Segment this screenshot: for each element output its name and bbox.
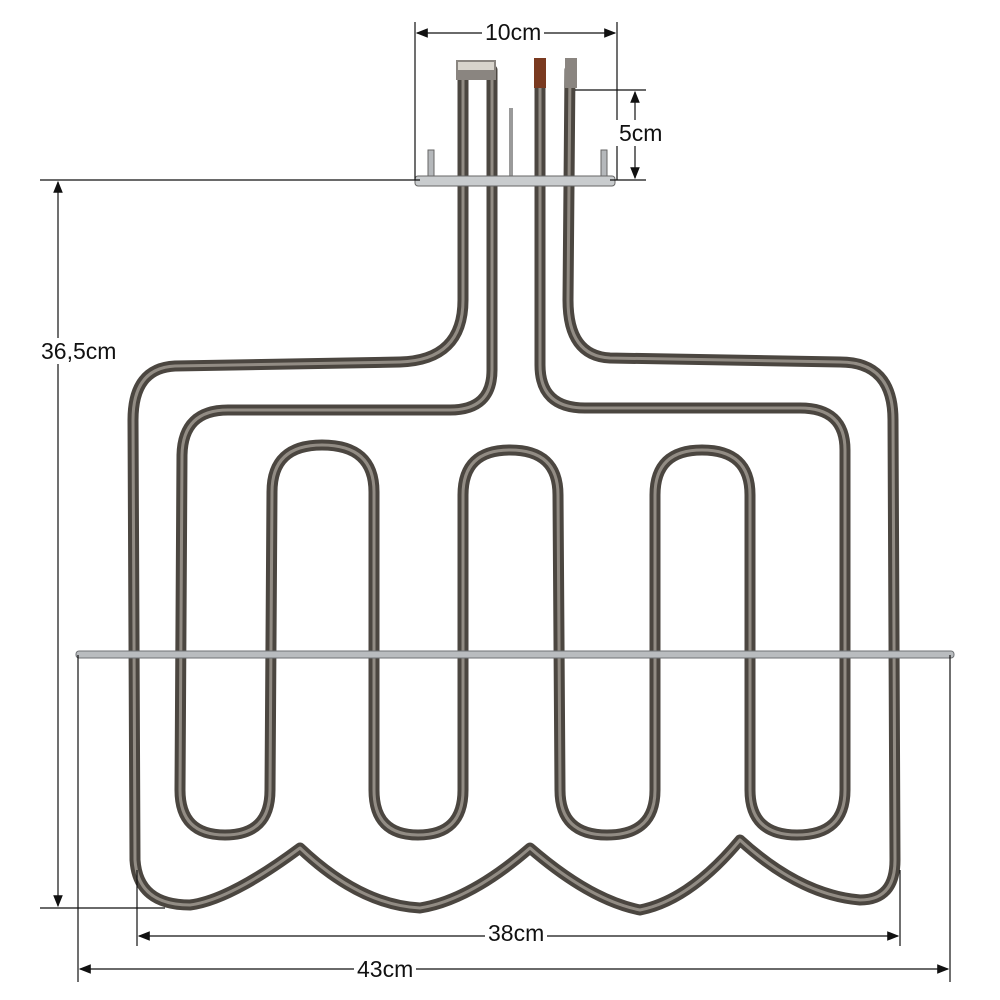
total-height-label: 36,5cm [38, 338, 120, 364]
outer-tube [127, 64, 901, 916]
inner-width-label: 38cm [485, 920, 548, 946]
heating-element [127, 64, 901, 916]
terminal-width-label: 10cm [482, 19, 545, 45]
support-rod [75, 650, 955, 659]
terminal-height-label: 5cm [616, 120, 666, 146]
total-width-label: 43cm [354, 956, 417, 982]
mounting-bracket [414, 149, 616, 187]
terminals [456, 58, 577, 178]
